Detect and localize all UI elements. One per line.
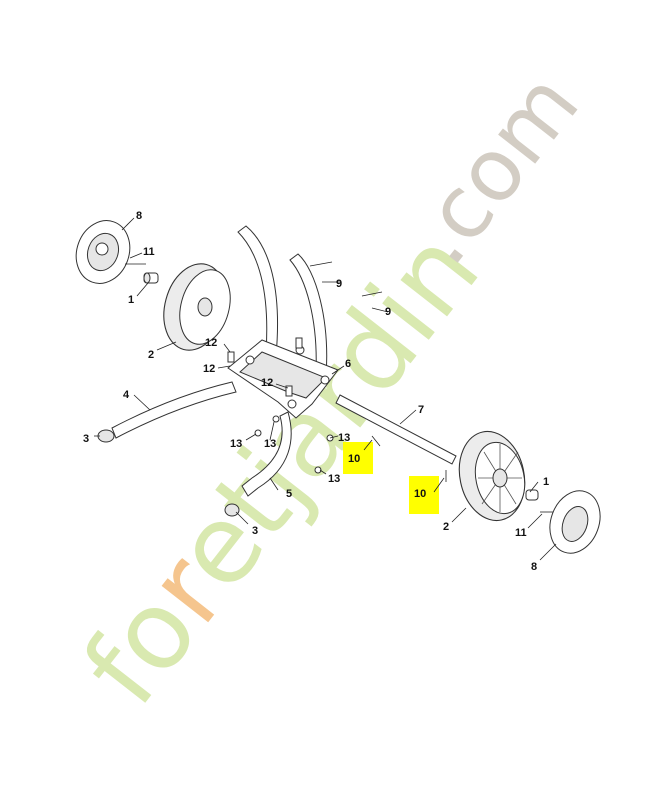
callout-1-left: 1 <box>128 294 134 306</box>
callout-3-left: 3 <box>83 433 89 445</box>
watermark: foretjardin .com <box>60 55 598 728</box>
highlight-callout-10-a <box>343 442 373 474</box>
callout-2-right: 2 <box>443 521 449 533</box>
center-bracket <box>227 339 339 419</box>
spacer-left <box>143 272 159 284</box>
callout-13-b: 13 <box>264 438 276 450</box>
wheel-right <box>458 430 526 522</box>
screws-10 <box>371 435 447 482</box>
end-cap-front <box>224 503 240 517</box>
end-cap-left <box>97 429 115 443</box>
hub-cap-right <box>549 490 601 554</box>
callout-11-left: 11 <box>143 246 155 258</box>
callout-13-d: 13 <box>328 473 340 485</box>
callout-9-upper: 9 <box>336 278 342 290</box>
callout-10-b: 10 <box>414 488 426 500</box>
callout-12-b: 12 <box>203 363 215 375</box>
leader-lines <box>94 217 557 561</box>
nuts-13 <box>254 415 334 474</box>
callouts: 8 11 1 2 9 9 12 12 12 6 4 7 3 13 13 13 1… <box>83 210 549 573</box>
callout-13-c: 13 <box>338 432 350 444</box>
axle-tube-right <box>335 394 457 465</box>
callout-8-right: 8 <box>531 561 537 573</box>
callout-6: 6 <box>345 358 351 370</box>
callout-13-a: 13 <box>230 438 242 450</box>
callout-5: 5 <box>286 488 292 500</box>
callout-12-c: 12 <box>261 377 273 389</box>
spacer-right <box>525 489 539 501</box>
callout-10-a: 10 <box>348 453 360 465</box>
highlight-callout-10-b <box>409 476 439 514</box>
callout-11-right: 11 <box>515 527 527 539</box>
hub-cap-left <box>75 220 131 284</box>
callout-3-front: 3 <box>252 525 258 537</box>
screws-9 <box>309 261 383 297</box>
frame-tube-front <box>241 411 292 497</box>
callout-2-left: 2 <box>148 349 154 361</box>
callout-12-a: 12 <box>205 337 217 349</box>
callout-9-lower: 9 <box>385 306 391 318</box>
callout-4: 4 <box>123 389 130 401</box>
callout-1-right: 1 <box>543 476 549 488</box>
callout-8-left: 8 <box>136 210 142 222</box>
frame-tube-left <box>111 381 237 439</box>
wheel-left <box>163 263 231 351</box>
bolts-12 <box>227 337 303 397</box>
watermark-text-main: foretjardin <box>60 209 504 728</box>
callout-7: 7 <box>418 404 424 416</box>
